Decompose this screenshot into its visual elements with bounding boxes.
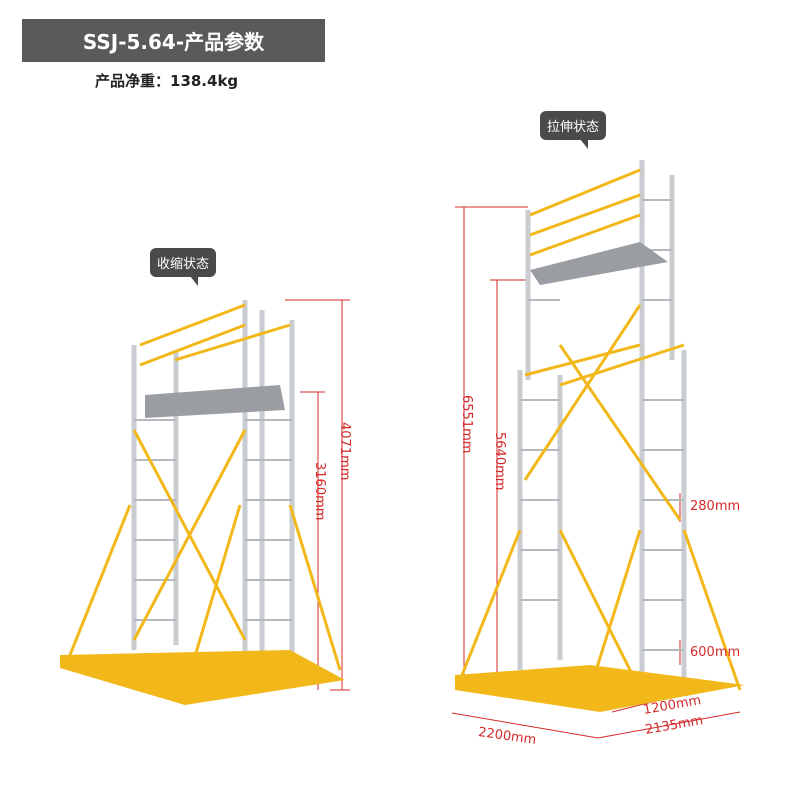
- page-title: SSJ-5.64-产品参数: [22, 19, 325, 62]
- extended-scaffold: [455, 160, 745, 712]
- collapsed-platform-dimension: 3160mm: [312, 462, 327, 521]
- extended-platform-dimension: 5640mm: [492, 432, 507, 491]
- product-weight: 产品净重：138.4kg: [95, 72, 239, 90]
- dimension-lines: [285, 206, 741, 739]
- collapsed-height-dimension: 4071mm: [337, 422, 352, 481]
- collapsed-state-label: 收缩状态: [150, 248, 217, 286]
- extended-height-dimension: 6551mm: [459, 395, 474, 454]
- collapsed-scaffold: [60, 300, 345, 705]
- rung-spacing-dimension: 280mm: [690, 499, 741, 514]
- extended-state-label: 拉伸状态: [540, 111, 607, 149]
- bottom-rung-dimension: 600mm: [690, 645, 741, 660]
